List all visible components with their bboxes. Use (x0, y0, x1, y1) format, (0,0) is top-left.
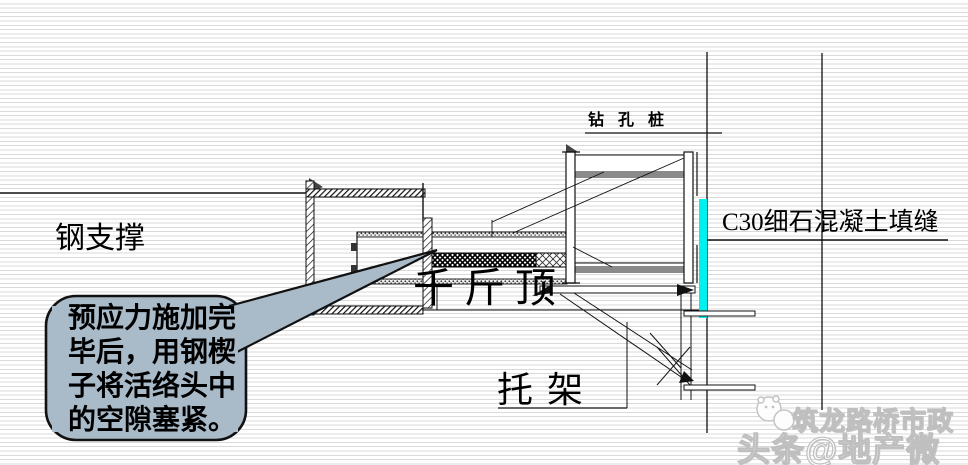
bracket-assembly (498, 284, 756, 409)
callout-note: 预应力施加完 毕后，用钢楔 子将活络头中 的空隙塞紧。 (68, 302, 238, 438)
callout-line: 子将活络头中 (68, 371, 237, 402)
waler-frame (562, 144, 698, 284)
label-steel-support: 钢支撑 (55, 222, 145, 255)
callout-bubble (44, 248, 438, 442)
label-concrete-fill: C30细石混凝土填缝 (722, 209, 939, 236)
watermark-logo-icon (756, 395, 795, 431)
watermark-credit: 头条@地产微分享 (736, 430, 941, 465)
watermark-brand: 筑龙路桥市政 (791, 405, 955, 436)
concrete-joint-highlight (699, 199, 707, 318)
label-bracket: 托架 (497, 370, 598, 410)
callout-line: 的空隙塞紧。 (68, 405, 237, 436)
pile-lines (585, 52, 948, 433)
label-jack: 千斤顶 (413, 265, 566, 311)
callout-line: 毕后，用钢楔 (68, 337, 237, 368)
label-drilled-pile: 钻孔桩 (588, 112, 679, 129)
callout-line: 预应力施加完 (68, 303, 237, 334)
leader-lines (491, 157, 685, 268)
